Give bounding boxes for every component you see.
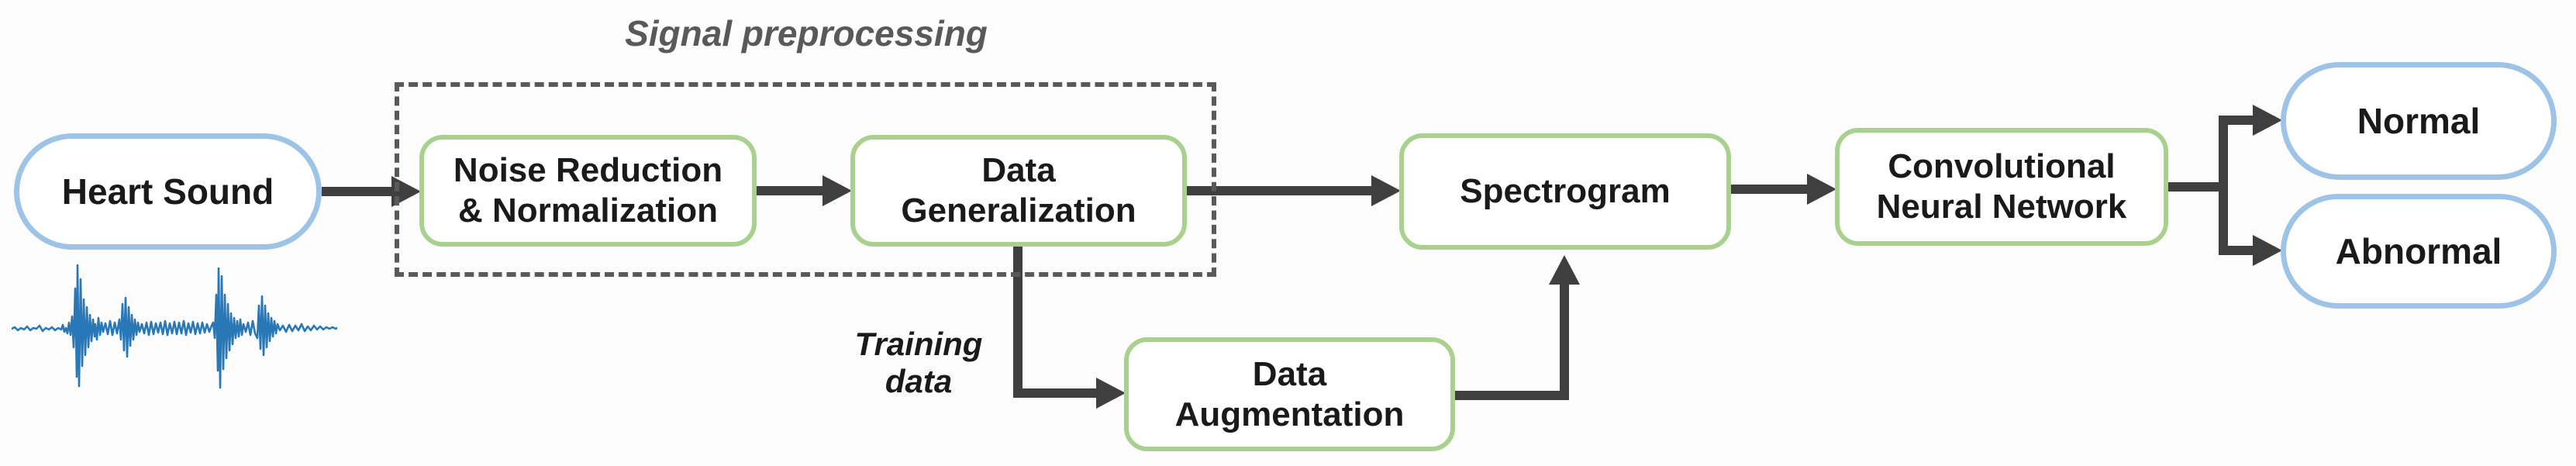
node-noise-reduction-normalization: Noise Reduction & Normalization <box>419 135 757 247</box>
training-data-label: Training data <box>854 326 983 400</box>
node-data-augmentation: Data Augmentation <box>1124 337 1455 451</box>
node-abnormal: Abnormal <box>2281 194 2557 309</box>
edge-noisereduction-to-datageneralization <box>757 175 852 206</box>
node-spectrogram: Spectrogram <box>1399 133 1731 250</box>
edge-cnn-to-branch <box>2168 116 2228 255</box>
edge-spectrogram-to-cnn <box>1731 174 1836 205</box>
node-data-generalization: Data Generalization <box>850 135 1187 247</box>
edge-datageneralization-to-spectrogram <box>1187 175 1401 206</box>
signal-preprocessing-title: Signal preprocessing <box>625 13 988 54</box>
node-spectrogram-label: Spectrogram <box>1460 172 1671 211</box>
signal-preprocessing-group-box <box>395 82 1216 277</box>
node-heart-sound-label: Heart Sound <box>61 171 274 212</box>
edge-branch-to-abnormal <box>2223 235 2282 266</box>
node-convolutional-neural-network-label: Convolutional Neural Network <box>1876 147 2127 226</box>
edge-datageneralization-to-dataaugmentation <box>1013 242 1126 409</box>
node-convolutional-neural-network: Convolutional Neural Network <box>1835 128 2168 246</box>
node-data-generalization-label: Data Generalization <box>901 151 1136 230</box>
node-normal-label: Normal <box>2357 100 2481 141</box>
node-noise-reduction-normalization-label: Noise Reduction & Normalization <box>453 151 723 230</box>
node-abnormal-label: Abnormal <box>2335 230 2502 271</box>
node-heart-sound: Heart Sound <box>14 133 322 250</box>
edge-branch-to-normal <box>2223 105 2282 136</box>
heart-sound-waveform-icon <box>12 264 337 389</box>
node-data-augmentation-label: Data Augmentation <box>1174 354 1405 433</box>
node-normal: Normal <box>2281 62 2557 180</box>
edge-dataaugmentation-to-spectrogram <box>1455 255 1580 400</box>
